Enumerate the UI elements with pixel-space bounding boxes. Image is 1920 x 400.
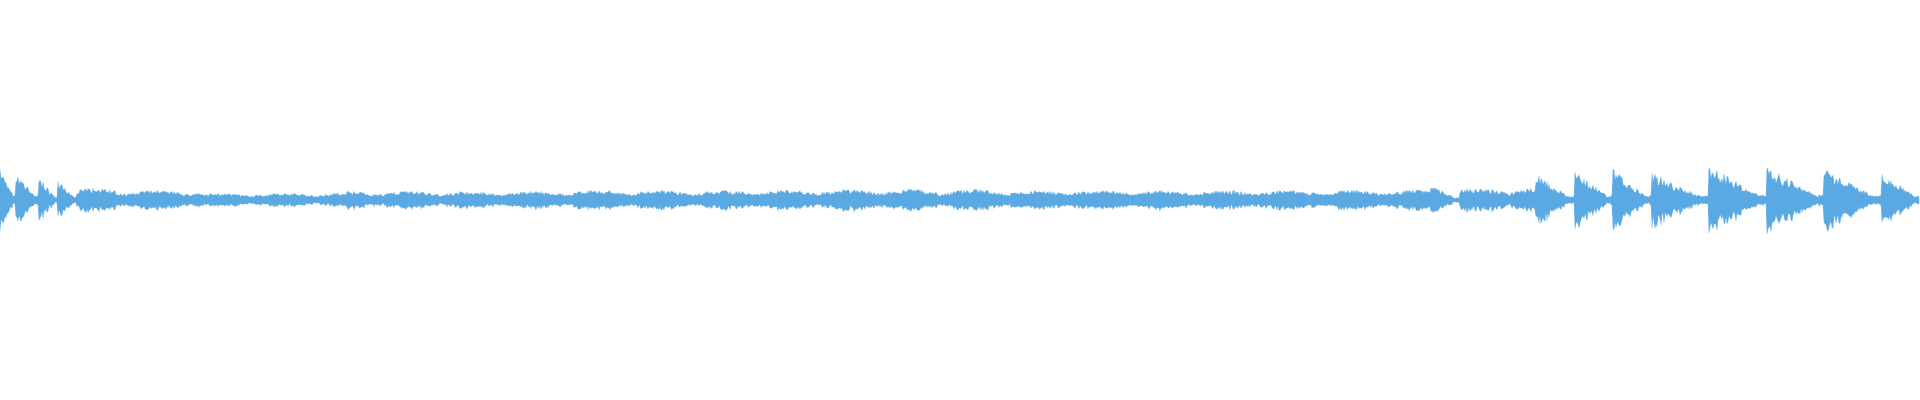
waveform-shape[interactable] <box>0 167 1920 234</box>
